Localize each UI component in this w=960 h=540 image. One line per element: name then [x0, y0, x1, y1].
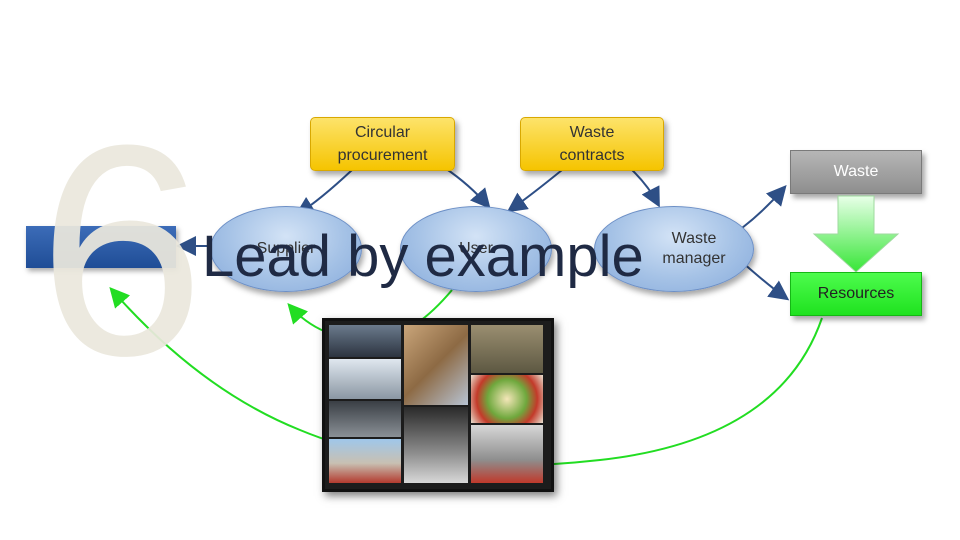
slide-title: Lead by example [202, 222, 644, 292]
arrow-contracts-to-user [510, 170, 562, 210]
arrow-procurement-to-user [445, 168, 488, 206]
down-arrow-icon [808, 194, 904, 274]
waste-label: Waste [834, 163, 879, 181]
collage-photo-salad [471, 375, 543, 423]
arrow-manager-to-waste [742, 188, 784, 228]
resources-box: Resources [790, 272, 922, 316]
photo-collage [322, 318, 554, 492]
collage-photo-electronics [404, 407, 468, 483]
arrow-manager-to-resources [742, 262, 786, 298]
collage-photo-printer [471, 425, 543, 483]
slide-number: 6 [38, 100, 205, 400]
circular-procurement-box: Circular procurement [310, 117, 455, 171]
resources-label: Resources [818, 285, 894, 303]
waste-box: Waste [790, 150, 922, 194]
arrow-contracts-to-manager [630, 168, 658, 204]
collage-photo-cars [329, 325, 401, 357]
waste-contracts-label: Waste contracts [547, 121, 637, 167]
waste-contracts-box: Waste contracts [520, 117, 664, 171]
collage-photo-people [471, 325, 543, 373]
collage-photo-building [329, 439, 401, 483]
collage-photo-boxes [404, 325, 468, 405]
collage-photo-street [329, 359, 401, 399]
collage-photo-office [329, 401, 401, 437]
waste-manager-label: Waste manager [659, 229, 729, 269]
circular-procurement-label: Circular procurement [323, 121, 443, 167]
